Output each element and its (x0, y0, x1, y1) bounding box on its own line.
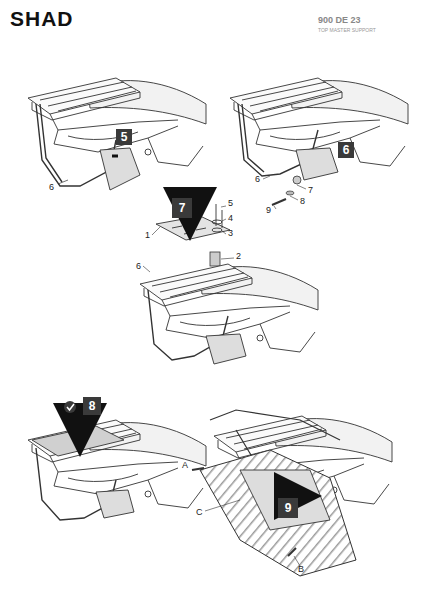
part-callout: 9 (266, 206, 271, 215)
part-callout: 6 (255, 175, 260, 184)
part-callout: 5 (228, 199, 233, 208)
step-badge: 8 (83, 397, 101, 415)
part-callout: 3 (228, 229, 233, 238)
step-number: 7 (179, 201, 186, 215)
part-callout: 1 (145, 231, 150, 240)
part-callout: A (182, 461, 188, 470)
part-callout: 4 (228, 214, 233, 223)
part-callout: 6 (49, 183, 54, 192)
step-badge: 5 (116, 129, 132, 145)
step-number: 6 (343, 143, 350, 157)
step-number: 9 (285, 501, 292, 515)
part-callout: 8 (300, 197, 305, 206)
part-callout: 6 (136, 262, 141, 271)
step-number: 5 (121, 130, 128, 144)
step-badge: 9 (278, 498, 298, 518)
model-reference: 900 DE 23 (318, 16, 361, 25)
part-callout: 2 (236, 252, 241, 261)
part-callout: 7 (308, 186, 313, 195)
step-badge: 7 (172, 198, 192, 218)
step-number: 8 (89, 399, 96, 413)
model-reference: TOP MASTER SUPPORT (318, 28, 376, 33)
step-badge: 6 (338, 142, 354, 158)
part-callout: C (196, 508, 203, 517)
brand-logo: SHAD (10, 8, 74, 29)
part-callout: B (298, 565, 304, 574)
